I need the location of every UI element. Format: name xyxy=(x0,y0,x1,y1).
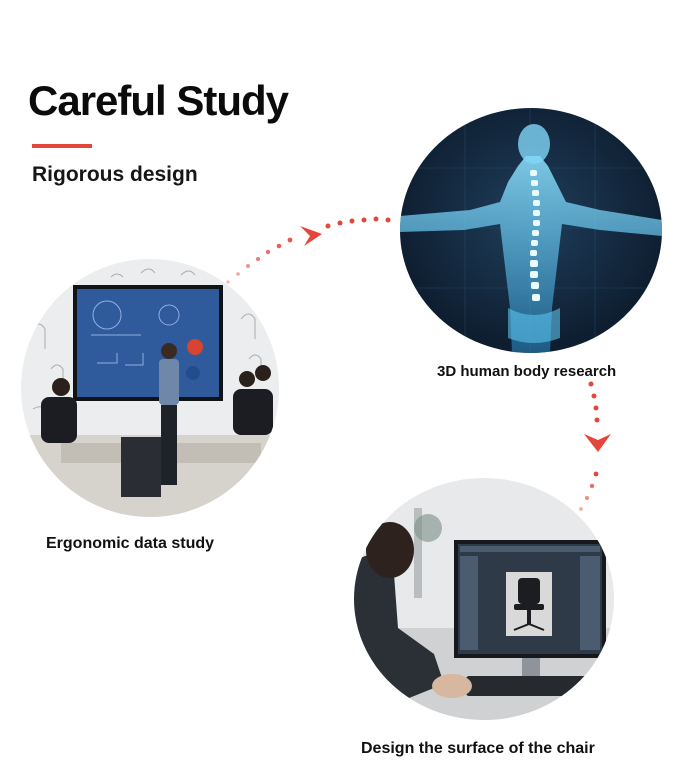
body-research-image xyxy=(400,108,662,353)
connector-body-to-computer xyxy=(579,381,600,511)
page-title: Careful Study xyxy=(28,77,289,124)
title-accent-bar xyxy=(32,144,92,148)
ergonomic-study-image xyxy=(21,259,279,517)
body-research-caption: 3D human body research xyxy=(437,363,617,380)
chair-design-image xyxy=(354,478,614,720)
page-subtitle: Rigorous design xyxy=(32,163,198,186)
connector-meeting-to-body xyxy=(226,216,391,284)
arrow-right-icon xyxy=(300,226,322,246)
ergonomic-study-caption: Ergonomic data study xyxy=(46,535,215,552)
chair-design-caption: Design the surface of the chair xyxy=(361,740,595,757)
arrow-down-icon xyxy=(584,434,611,452)
chair-icon xyxy=(513,578,545,631)
